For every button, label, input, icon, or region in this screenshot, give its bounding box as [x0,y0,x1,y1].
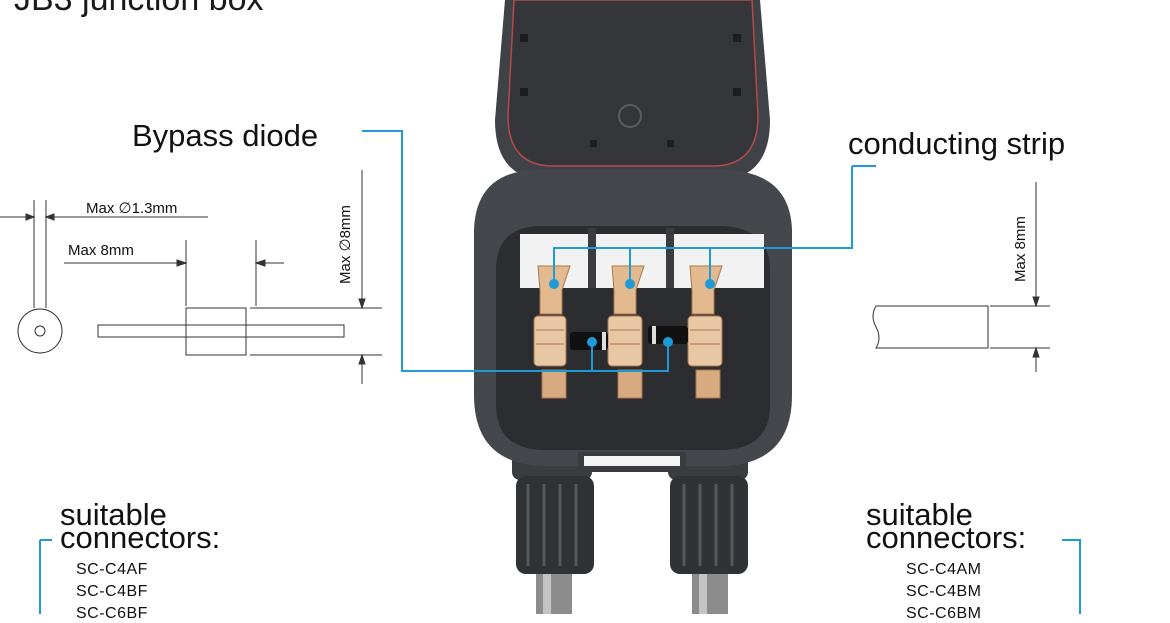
connectors-right-heading-2: connectors: [866,520,1027,555]
conducting-strip-label: conducting strip [848,126,1066,161]
connector-item: SC-C4BM [906,583,982,600]
terminals [533,265,723,399]
leader-lines [39,130,1081,614]
connectors-left-heading-1: suitable [60,497,167,532]
leader-dots [549,279,715,347]
lead-diameter-label: Max ∅1.3mm [86,200,178,217]
body-length-label: Max 8mm [68,242,134,259]
cable-gland-left [512,440,594,574]
connector-item: SC-C4AM [906,561,982,578]
connector-item: SC-C6BM [906,605,982,622]
bypass-diode-2 [648,326,688,344]
terminal-left [533,265,571,399]
junction-box-lid [495,0,770,198]
connectors-right-heading-1: suitable [866,497,973,532]
connector-item: SC-C4BF [76,583,148,600]
page-title: JB3 junction box [14,0,264,19]
bypass-diode-label: Bypass diode [132,118,319,153]
connector-item: SC-C4AF [76,561,148,578]
cables [536,570,728,614]
diode-dimension-drawing [0,170,382,384]
strip-dimension-drawing [872,182,1050,372]
terminal-right [687,265,723,399]
terminal-middle [607,265,645,399]
body-diameter-label: Max ∅8mm [337,205,354,284]
strip-thickness-label: Max 8mm [1012,216,1029,282]
connectors-left-heading-2: connectors: [60,520,221,555]
connector-item: SC-C6BF [76,605,148,622]
